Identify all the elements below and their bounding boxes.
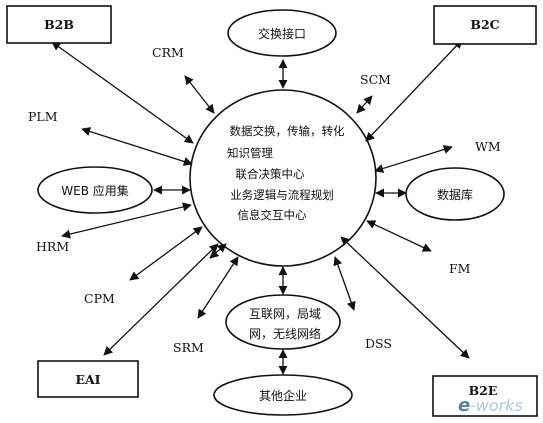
b2b-box [6, 5, 112, 44]
network-ellipse [225, 294, 341, 350]
eworks-watermark: e -works [458, 395, 523, 416]
eai-label: EAI [75, 372, 100, 387]
eai-box [37, 360, 139, 398]
other-ellipse [213, 374, 353, 416]
fm-label: FM [449, 261, 471, 276]
b2b-label: B2B [44, 17, 74, 32]
edge-crm [184, 75, 215, 114]
edge-cpm [129, 226, 203, 281]
center-line-5: 信息交互中心 [238, 208, 307, 222]
edge-cpm-short [209, 243, 227, 259]
center-line-2: 知识管理 [227, 146, 273, 160]
center-line-4: 业务逻辑与流程规划 [230, 188, 334, 202]
watermark-works: -works [470, 396, 523, 415]
db-label: 数据库 [437, 187, 473, 202]
edge-srm [197, 256, 239, 319]
wm-label: WM [475, 139, 501, 154]
b2e-box [432, 375, 538, 417]
network-label-1: 互联网，局域 [249, 307, 321, 321]
edge-eai [103, 243, 219, 356]
edge-wm [374, 145, 453, 173]
edge-b2b [51, 41, 194, 144]
web-label: WEB 应用集 [61, 183, 129, 198]
srm-label: SRM [173, 340, 204, 355]
network-label-2: 网，无线网络 [249, 326, 321, 341]
edge-scm [356, 95, 373, 114]
center-line-3: 联合决策中心 [236, 167, 305, 181]
web-ellipse [37, 166, 153, 214]
plm-label: PLM [28, 109, 58, 124]
dss-label: DSS [365, 336, 392, 351]
edge-b2c [365, 39, 463, 142]
edge-b2e [340, 236, 470, 359]
db-ellipse [405, 167, 505, 221]
edge-plm [81, 127, 193, 166]
crm-label: CRM [152, 45, 184, 60]
interface-label: 交换接口 [258, 26, 306, 41]
edge-hrm [61, 202, 192, 239]
scm-label: SCM [360, 72, 391, 87]
cpm-label: CPM [84, 291, 115, 306]
edge-dss [333, 256, 356, 311]
other-label: 其他企业 [259, 388, 307, 403]
center-hub [189, 89, 377, 267]
edge-fm [366, 220, 432, 252]
b2e-label: B2E [469, 383, 498, 398]
interface-ellipse [227, 9, 337, 57]
hrm-label: HRM [36, 239, 69, 254]
watermark-e: e [458, 395, 470, 416]
center-line-1: 数据交换，传输，转化 [230, 124, 345, 138]
b2c-label: B2C [470, 17, 499, 32]
b2c-box [433, 5, 537, 45]
